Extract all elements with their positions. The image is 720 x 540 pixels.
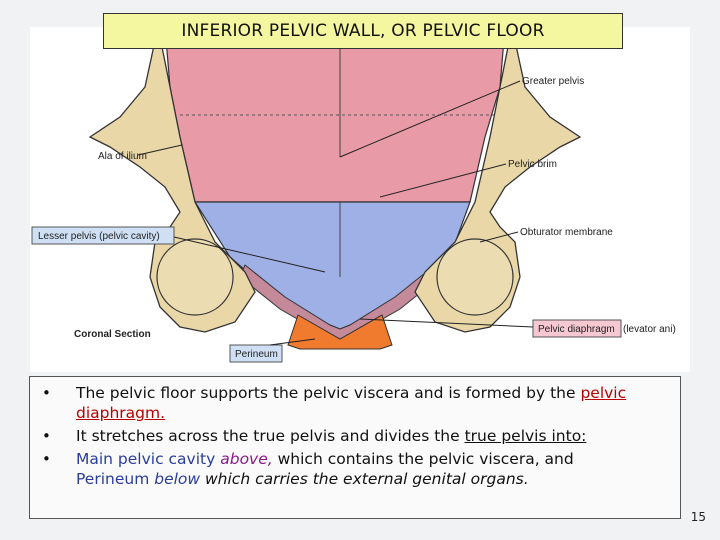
main-pelvic-cavity-term: Main pelvic cavity — [76, 450, 216, 468]
label-lesser-pelvis: Lesser pelvis (pelvic cavity) — [38, 231, 160, 242]
bullet-text-box: The pelvic floor supports the pelvic vis… — [29, 376, 681, 519]
label-perineum: Perineum — [235, 349, 278, 360]
bullet-item-3: Main pelvic cavity above, which contains… — [36, 449, 672, 489]
pelvic-diaphragm-term: pelvic diaphragm. — [76, 384, 627, 422]
bullet-item-1: The pelvic floor supports the pelvic vis… — [36, 383, 672, 423]
perineum-region — [287, 314, 393, 350]
pelvic-diaphragm-label-box — [532, 319, 622, 338]
page-number: 15 — [690, 510, 706, 524]
label-levator-ani: (levator ani) — [623, 324, 676, 335]
slide-title: INFERIOR PELVIC WALL, OR PELVIC FLOOR — [103, 13, 623, 49]
bullet-item-2: It stretches across the true pelvis and … — [36, 426, 672, 446]
label-greater-pelvis: Greater pelvis — [522, 76, 584, 87]
leader-lines — [137, 80, 534, 346]
true-pelvis-term: true pelvis into: — [464, 427, 587, 445]
label-pelvic-diaphragm: Pelvic diaphragm — [538, 324, 615, 335]
label-coronal-section: Coronal Section — [74, 329, 151, 340]
label-obturator-membrane: Obturator membrane — [520, 227, 613, 238]
label-pelvic-brim: Pelvic brim — [508, 159, 557, 170]
label-ala-of-ilium: Ala of ilium — [98, 151, 147, 162]
pelvis-coronal-section-figure: Lesser pelvis (pelvic cavity) Pelvic dia… — [30, 27, 690, 372]
bullet-list: The pelvic floor supports the pelvic vis… — [30, 377, 680, 489]
anatomy-diagram: Lesser pelvis (pelvic cavity) Pelvic dia… — [31, 27, 676, 363]
lesser-pelvis-label-box — [31, 226, 175, 245]
perineum-label-box — [229, 344, 283, 363]
perineum-term: Perineum — [76, 470, 150, 488]
